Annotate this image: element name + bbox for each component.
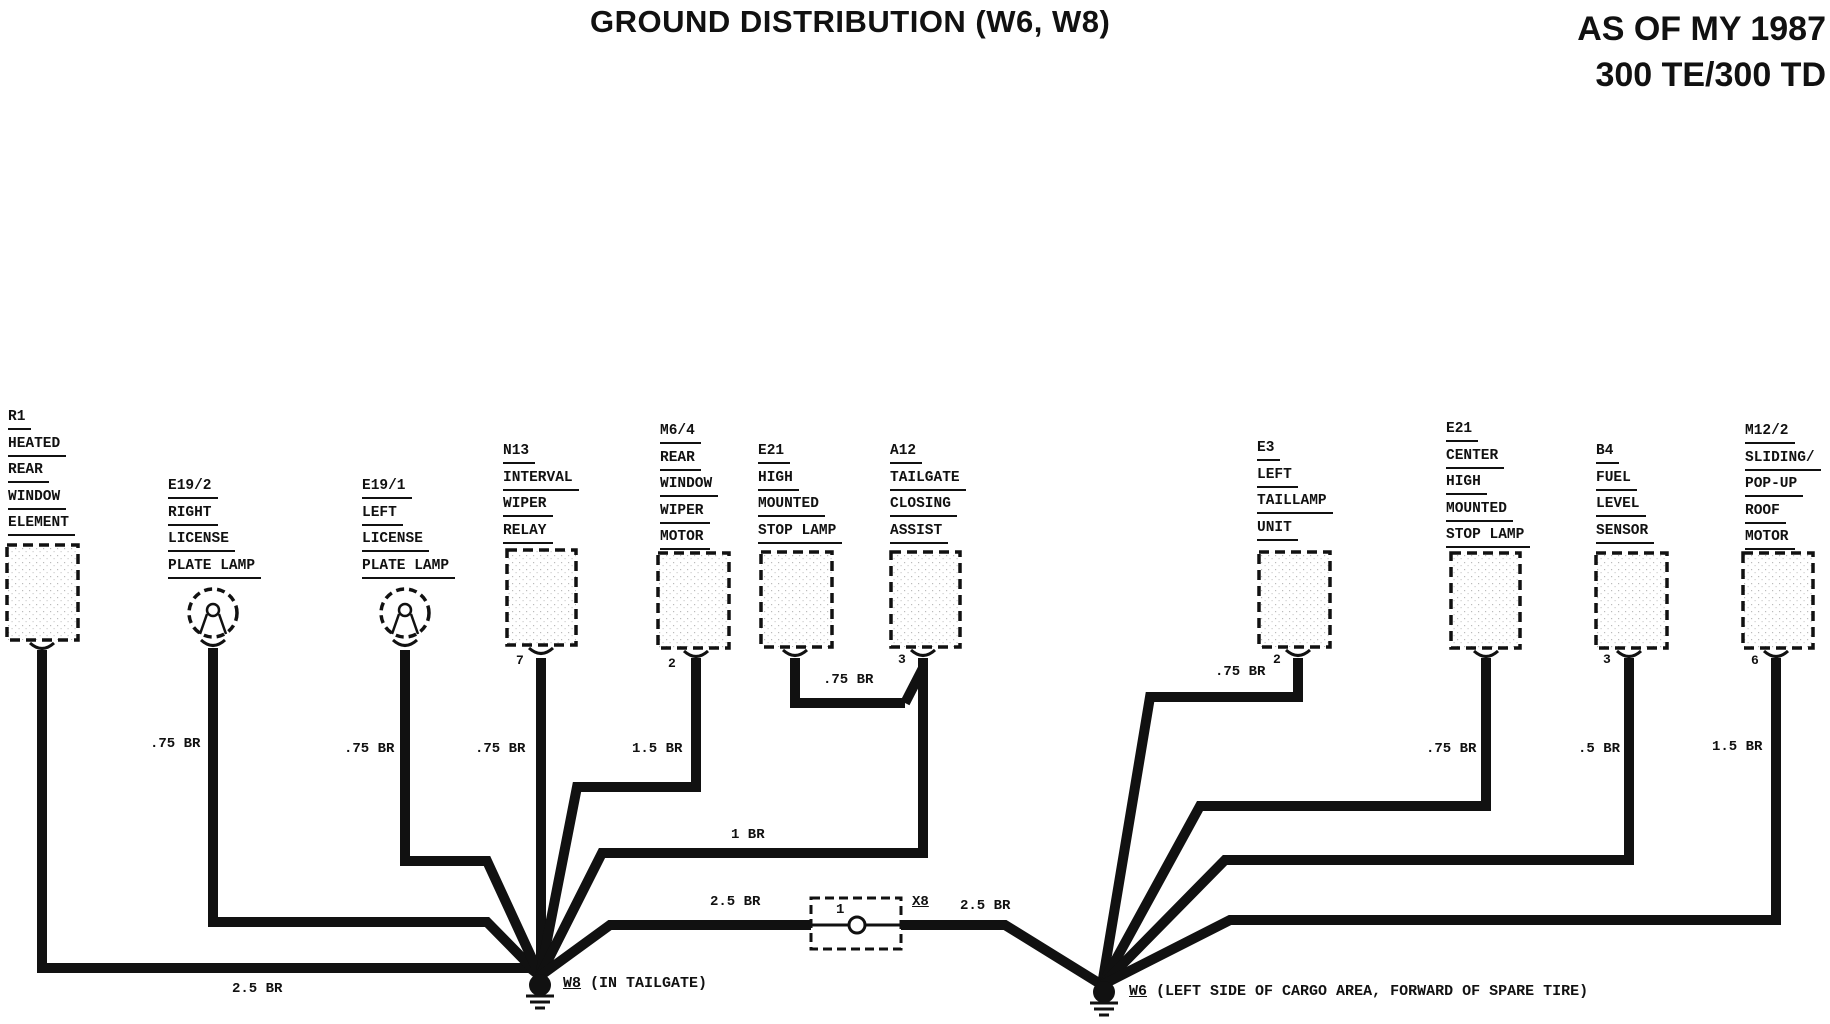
component-label-e21-high-mounted: E21 HIGH MOUNTED STOP LAMP <box>758 440 843 546</box>
connector-x8-label: X8 <box>912 894 929 910</box>
pin-number-n13: 7 <box>516 653 524 668</box>
component-label-a12: A12 TAILGATE CLOSING ASSIST <box>890 440 966 546</box>
pin-hook-icon <box>28 641 56 650</box>
pin-hook-icon <box>1615 649 1643 658</box>
a12-component-box <box>889 550 962 649</box>
wire-label-a12: 1 BR <box>731 827 765 843</box>
pin-number-a12: 3 <box>898 652 906 667</box>
e21a-component-box <box>759 550 834 649</box>
model-applicability: AS OF MY 1987 300 TE/300 TD <box>1577 6 1826 98</box>
wire-a12 <box>535 658 928 979</box>
ground-w8-icon <box>526 974 554 1010</box>
pin-hook-icon <box>909 648 937 657</box>
component-label-m6-4: M6/4 REAR WINDOW WIPER MOTOR <box>660 420 719 553</box>
connector-x8-symbol <box>809 896 903 951</box>
ground-w8-label: W8 (IN TAILGATE) <box>563 975 708 992</box>
wire-label-e21-high-mounted: .75 BR <box>823 672 874 688</box>
wire-x8-w6 <box>898 920 1105 990</box>
wire-label-b4: .5 BR <box>1578 741 1621 757</box>
page-title: GROUND DISTRIBUTION (W6, W8) <box>590 4 1111 39</box>
m6-4-component-box <box>656 551 731 650</box>
pin-number-b4: 3 <box>1603 652 1611 667</box>
wire-a12-stub <box>900 665 928 706</box>
connector-x8-pin: 1 <box>836 902 845 918</box>
lamp-icon <box>379 587 431 639</box>
lamp-icon <box>187 587 239 639</box>
wire-label-m6-4: 1.5 BR <box>632 741 683 757</box>
component-label-e21-center: E21 CENTER HIGH MOUNTED STOP LAMP <box>1446 418 1531 551</box>
wire-label-x8-w6: 2.5 BR <box>960 898 1011 914</box>
pin-hook-icon <box>1284 648 1312 657</box>
pin-number-e3: 2 <box>1273 652 1281 667</box>
wire-label-m12-2: 1.5 BR <box>1712 739 1763 755</box>
pin-hook-icon <box>1762 649 1790 658</box>
component-label-e19-1: E19/1 LEFT LICENSE PLATE LAMP <box>362 475 456 581</box>
m12-2-component-box <box>1741 551 1815 650</box>
wire-m12-2 <box>1099 658 1781 990</box>
component-label-m12-2: M12/2 SLIDING/ POP-UP ROOF MOTOR <box>1745 420 1821 553</box>
component-label-e19-2: E19/2 RIGHT LICENSE PLATE LAMP <box>168 475 262 581</box>
wire-r1 <box>37 650 544 980</box>
b4-component-box <box>1594 551 1669 650</box>
wire-label-w8-x8: 2.5 BR <box>710 894 761 910</box>
component-label-e3: E3 LEFT TAILLAMP UNIT <box>1257 437 1333 543</box>
pin-hook-icon <box>682 649 710 658</box>
component-label-n13: N13 INTERVAL WIPER RELAY <box>503 440 579 546</box>
pin-hook-icon <box>391 638 419 647</box>
pin-number-m12-2: 6 <box>1751 653 1759 668</box>
e21b-component-box <box>1449 551 1522 650</box>
wire-e19-2 <box>208 648 544 980</box>
pin-hook-icon <box>527 646 555 655</box>
wire-w8-x8 <box>537 920 815 981</box>
wire-label-n13: .75 BR <box>475 741 526 757</box>
ground-w6-label: W6 (LEFT SIDE OF CARGO AREA, FORWARD OF … <box>1129 983 1589 1000</box>
n13-component-box <box>505 548 578 647</box>
e3-component-box <box>1257 550 1332 649</box>
pin-hook-icon <box>1472 649 1500 658</box>
pin-hook-icon <box>781 648 809 657</box>
wire-label-e3: .75 BR <box>1215 664 1266 680</box>
wire-b4 <box>1098 658 1634 989</box>
model-names: 300 TE/300 TD <box>1595 56 1826 94</box>
ground-w6-icon <box>1090 981 1118 1017</box>
pin-hook-icon <box>199 638 227 647</box>
wire-e21b <box>1097 658 1491 988</box>
model-year: AS OF MY 1987 <box>1577 10 1826 48</box>
wire-label-e19-2: .75 BR <box>150 736 201 752</box>
wire-e21a <box>790 658 905 708</box>
r1-component-box <box>5 543 80 642</box>
wire-m6-4 <box>535 658 701 977</box>
pin-number-m6-4: 2 <box>668 656 676 671</box>
component-label-b4: B4 FUEL LEVEL SENSOR <box>1596 440 1655 546</box>
wire-label-r1: 2.5 BR <box>232 981 283 997</box>
wire-e3 <box>1097 658 1303 986</box>
wire-label-e21-center: .75 BR <box>1426 741 1477 757</box>
wire-label-e19-1: .75 BR <box>344 741 395 757</box>
wire-e19-1 <box>400 650 545 979</box>
component-label-r1: R1 HEATED REAR WINDOW ELEMENT <box>8 406 75 539</box>
